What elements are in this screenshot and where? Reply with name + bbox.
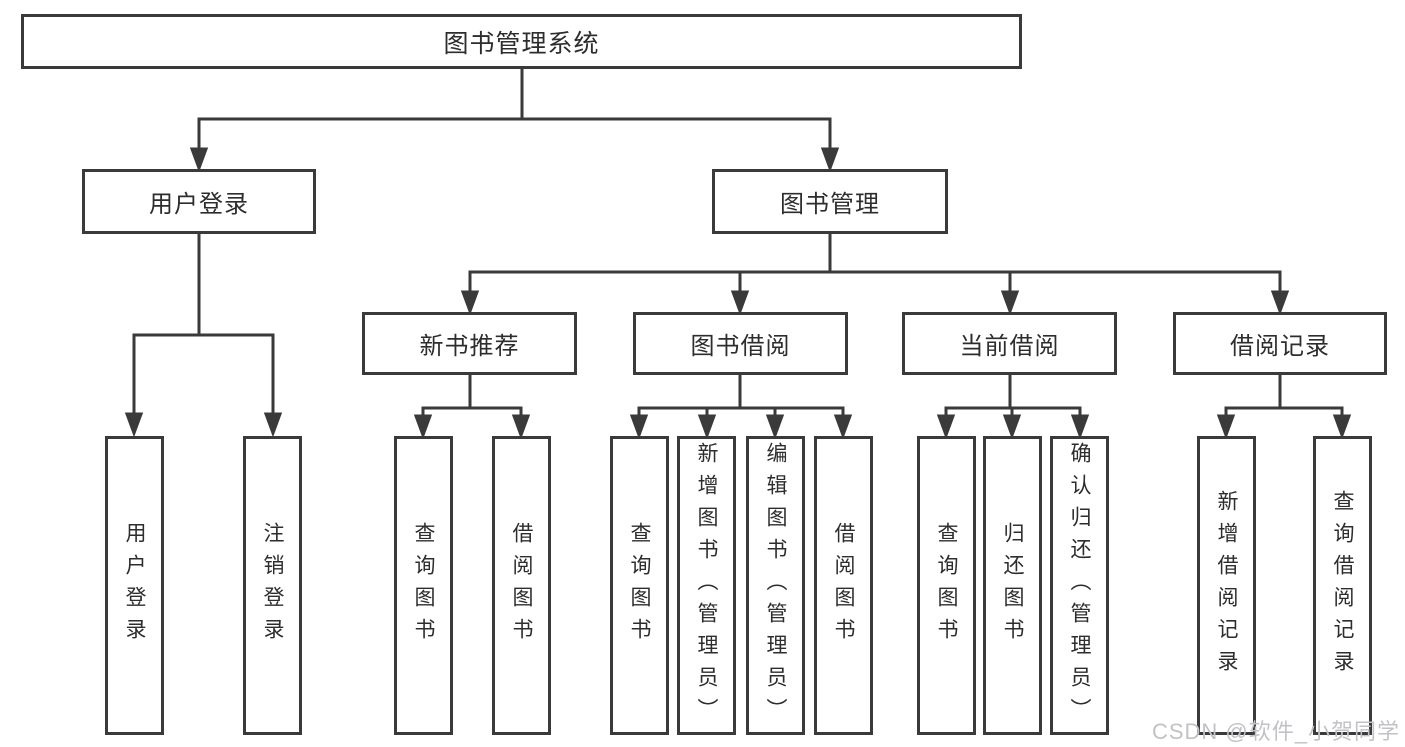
connector-root-to-branches [189, 69, 840, 173]
leaf-return-books: 归还图书 [983, 436, 1042, 735]
leaf-query-borrow-record: 查询借阅记录 [1313, 436, 1372, 735]
node-book-borrow-label: 图书借阅 [690, 333, 791, 360]
node-user-login: 用户登录 [82, 169, 316, 234]
leaf-query-borrow-record-label: 查询借阅记录 [1331, 489, 1354, 682]
leaf-query-books-borrow: 查询图书 [610, 436, 669, 735]
leaf-add-books-admin: 新增图书（管理员） [677, 436, 736, 735]
node-book-management: 图书管理 [712, 169, 948, 234]
leaf-query-books-current: 查询图书 [917, 436, 976, 735]
leaf-query-books-borrow-label: 查询图书 [628, 521, 651, 650]
node-current-borrow-label: 当前借阅 [959, 333, 1060, 360]
leaf-edit-books-admin-label: 编辑图书（管理员） [764, 441, 787, 730]
leaf-confirm-return-admin-label: 确认归还（管理员） [1068, 441, 1091, 730]
leaf-borrow-books-newbook: 借阅图书 [492, 436, 551, 735]
leaf-query-books-current-label: 查询图书 [935, 521, 958, 650]
leaf-user-login-label: 用户登录 [123, 521, 146, 650]
leaf-add-borrow-record-label: 新增借阅记录 [1215, 489, 1238, 682]
leaf-logout-label: 注销登录 [261, 521, 284, 650]
node-current-borrow: 当前借阅 [902, 312, 1117, 375]
connector-borrow-records-to-leaves [1216, 374, 1352, 440]
leaf-confirm-return-admin: 确认归还（管理员） [1050, 436, 1109, 735]
node-borrow-records: 借阅记录 [1173, 312, 1387, 375]
connector-current-borrow-to-leaves [936, 374, 1090, 440]
node-book-borrow: 图书借阅 [633, 312, 848, 375]
leaf-borrow-books-newbook-label: 借阅图书 [510, 521, 533, 650]
connector-book-borrow-to-leaves [629, 374, 853, 440]
node-user-login-label: 用户登录 [149, 191, 249, 218]
connector-user-login-to-leaves [124, 233, 283, 438]
node-book-management-label: 图书管理 [780, 191, 880, 218]
leaf-borrow-books-borrow: 借阅图书 [814, 436, 873, 735]
leaf-query-books-newbook-label: 查询图书 [412, 521, 435, 650]
node-borrow-records-label: 借阅记录 [1230, 333, 1330, 360]
connector-new-book-to-leaves [413, 374, 531, 440]
node-new-book-recommend: 新书推荐 [362, 312, 577, 375]
node-new-book-recommend-label: 新书推荐 [419, 333, 520, 360]
leaf-user-login: 用户登录 [105, 436, 164, 735]
leaf-borrow-books-borrow-label: 借阅图书 [832, 521, 855, 650]
leaf-query-books-newbook: 查询图书 [394, 436, 453, 735]
connector-book-management-to-sections [460, 233, 1290, 316]
csdn-watermark: CSDN @软件_小贺同学 [1151, 719, 1400, 744]
node-root-system: 图书管理系统 [21, 14, 1022, 69]
node-root-label: 图书管理系统 [443, 29, 600, 58]
leaf-logout: 注销登录 [243, 436, 302, 735]
leaf-edit-books-admin: 编辑图书（管理员） [746, 436, 805, 735]
leaf-add-borrow-record: 新增借阅记录 [1197, 436, 1256, 735]
leaf-return-books-label: 归还图书 [1001, 521, 1024, 650]
leaf-add-books-admin-label: 新增图书（管理员） [695, 441, 718, 730]
